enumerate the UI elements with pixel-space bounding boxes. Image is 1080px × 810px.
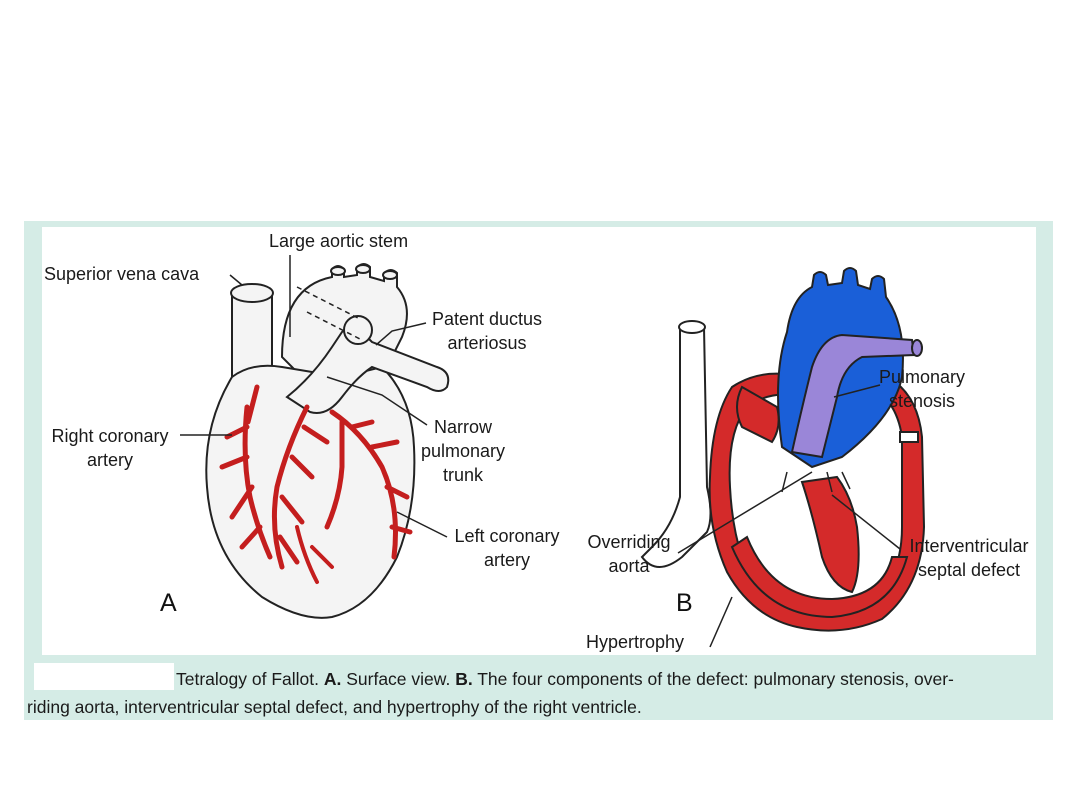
ventricle-wall <box>708 370 926 632</box>
panel-letter-b: B <box>676 589 693 617</box>
flow-arrows <box>781 471 851 493</box>
heart-surface-view <box>205 263 450 619</box>
pulmonary-purple <box>790 333 916 459</box>
label-pulmonary-stenosis-2: stenosis <box>888 391 956 411</box>
pulmonary-trunk-shape <box>285 326 450 414</box>
label-hypertrophy: Hypertrophy <box>586 632 685 652</box>
caption-b-text-1: The four components of the defect: pulmo… <box>477 669 954 689</box>
caption-line-1: Tetralogy of Fallot. A. Surface view. B.… <box>176 667 954 692</box>
svc-opening <box>230 283 274 303</box>
label-superior-vena-cava: Superior vena cava <box>44 264 200 284</box>
label-right-coronary-2: artery <box>86 450 133 470</box>
coronary-arteries <box>219 384 413 584</box>
label-narrow-1: Narrow <box>433 417 492 437</box>
label-patent-ductus-2: arteriosus <box>447 333 527 353</box>
label-ivsd-1: Interventricular <box>909 536 1029 556</box>
caption-a-marker: A. <box>323 669 342 689</box>
caption-line-2: riding aorta, interventricular septal de… <box>27 697 642 717</box>
label-large-aortic-stem: Large aortic stem <box>269 231 409 251</box>
label-left-coronary-1: Left coronary <box>454 526 560 546</box>
heart-diagram <box>180 255 926 648</box>
label-right-coronary-1: Right coronary <box>51 426 169 446</box>
leader-lines-a <box>180 255 448 538</box>
label-ivsd-2: septal defect <box>917 560 1021 580</box>
label-patent-ductus-1: Patent ductus <box>431 309 543 329</box>
label-overriding-1: Overriding <box>587 532 671 552</box>
heart-body-shape <box>205 364 416 619</box>
panel-letter-a: A <box>160 589 177 617</box>
label-narrow-2: pulmonary <box>420 441 506 461</box>
leader-lines-b <box>677 384 901 648</box>
heart-section-view <box>640 267 926 632</box>
caption-redaction-box <box>34 663 174 690</box>
caption-a-text: Surface view. <box>346 669 451 689</box>
figure-panel: Large aortic stem Superior vena cava Pat… <box>42 227 1036 655</box>
septum-shape <box>800 475 860 594</box>
caption-b-marker: B. <box>455 669 473 689</box>
label-left-coronary-2: artery <box>483 550 530 570</box>
caption-title: Tetralogy of Fallot. <box>176 669 319 689</box>
label-narrow-3: trunk <box>442 465 484 485</box>
figure-frame: Large aortic stem Superior vena cava Pat… <box>24 221 1053 720</box>
label-pulmonary-stenosis-1: Pulmonary <box>878 367 966 387</box>
label-overriding-2: aorta <box>608 556 650 576</box>
